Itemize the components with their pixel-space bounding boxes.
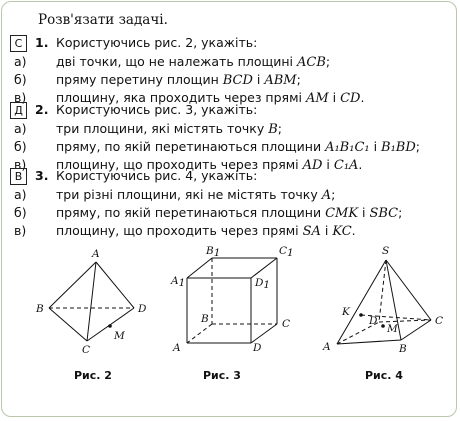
label-a: A [322, 341, 331, 353]
item-text: пряму, по якій перетинаються площини A₁B… [56, 139, 420, 155]
task-stem: Користуючись рис. 4, укажіть: [56, 168, 258, 183]
item-text: три площини, які містять точку B; [56, 121, 282, 137]
cube-diagram: B1 C1 A1 D1 B C A D [170, 245, 294, 354]
task-stem: Користуючись рис. 2, укажіть: [56, 35, 258, 50]
point-m [381, 324, 385, 328]
level-badge: В [10, 168, 27, 185]
item-letter: б) [14, 139, 27, 154]
item-text: дві точки, що не належать площині ACB; [56, 54, 331, 70]
label-m: M [386, 323, 398, 335]
item-letter: б) [14, 205, 27, 220]
label-d: D [137, 303, 147, 315]
figure-2: A B D C M [30, 246, 160, 365]
figure-3: B1 C1 A1 D1 B C A D [167, 242, 312, 361]
figure-2-caption: Рис. 2 [74, 369, 112, 382]
level-badge: С [10, 35, 27, 52]
item-text: площину, яка проходить через прямі AM і … [56, 90, 365, 106]
item-letter: в) [14, 223, 27, 238]
item-letter: в) [14, 90, 27, 105]
label-m: M [113, 330, 125, 342]
item-letter: а) [14, 54, 27, 69]
label-c: C [435, 315, 443, 327]
label-c: C [282, 318, 290, 330]
label-b: B [200, 313, 209, 325]
figure-4: S K D M C A B [317, 238, 447, 360]
textbook-page: Розв'язати задачі. С 1. Користуючись рис… [1, 1, 457, 417]
label-a: A [172, 342, 181, 354]
item-text: пряму, по якій перетинаються площини CMK… [56, 205, 403, 221]
label-d: D [252, 342, 262, 354]
label-d1: D1 [254, 277, 270, 291]
label-s: S [382, 245, 389, 257]
task-number: 3. [35, 168, 49, 183]
label-d: D [368, 315, 378, 327]
label-b: B [398, 343, 407, 355]
item-text: площину, що проходить через прямі SA і K… [56, 223, 356, 239]
item-letter: б) [14, 72, 27, 87]
figure-3-caption: Рис. 3 [203, 369, 241, 382]
label-b: B [35, 303, 44, 315]
label-a1: A1 [170, 275, 185, 289]
level-badge: Д [10, 102, 27, 119]
page-heading: Розв'язати задачі. [38, 12, 168, 28]
item-text: три різні площини, які не містять точку … [56, 187, 336, 203]
label-c1: C1 [279, 245, 294, 259]
label-c: C [82, 344, 90, 356]
label-k: K [341, 306, 351, 318]
point-m [108, 324, 112, 328]
figure-4-caption: Рис. 4 [365, 369, 403, 382]
item-letter: а) [14, 121, 27, 136]
label-b1: B1 [205, 245, 220, 259]
label-a: A [91, 248, 100, 260]
tetrahedron-diagram: A B D C M [35, 248, 147, 356]
item-text: площину, що проходить через прямі AD і C… [56, 157, 363, 173]
point-k [359, 313, 363, 317]
task-number: 2. [35, 102, 49, 117]
item-text: пряму перетину площин BCD і ABM; [56, 72, 301, 88]
pyramid-diagram: S K D M C A B [322, 245, 443, 355]
task-stem: Користуючись рис. 3, укажіть: [56, 102, 258, 117]
task-number: 1. [35, 35, 49, 50]
item-letter: а) [14, 187, 27, 202]
